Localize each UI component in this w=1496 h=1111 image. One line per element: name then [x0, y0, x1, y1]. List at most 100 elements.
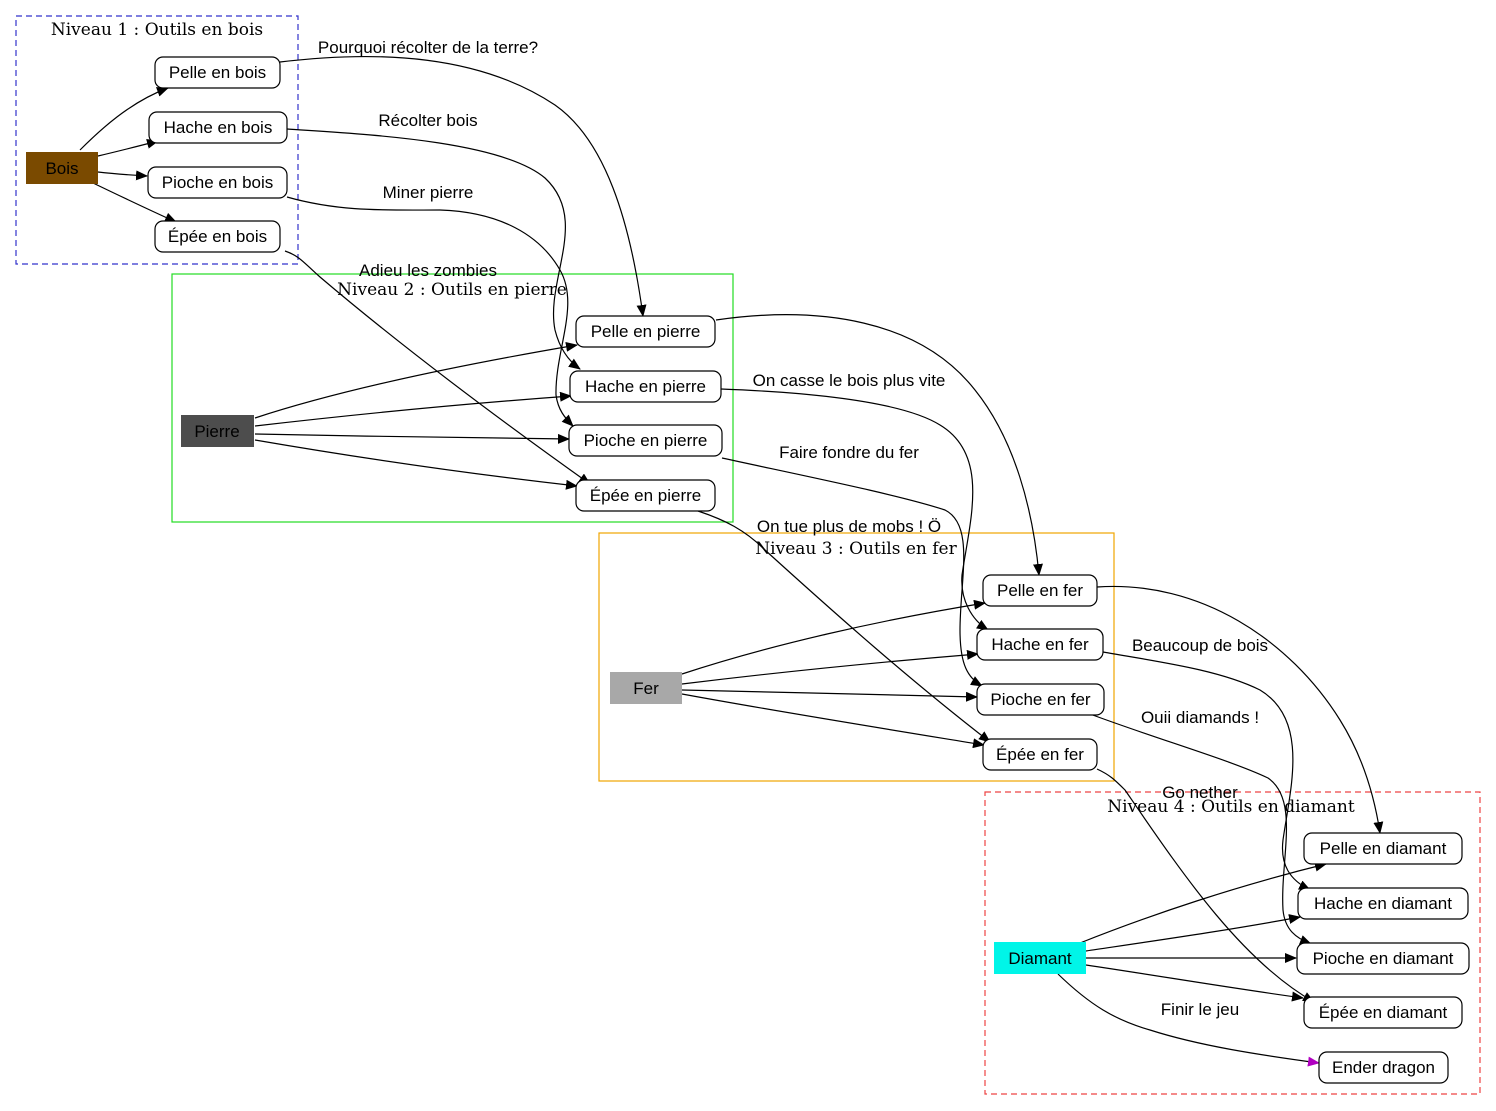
cluster-level1-title: Niveau 1 : Outils en bois	[51, 20, 263, 40]
node-hache-fer-box	[976, 628, 1104, 661]
node-pelle-bois-label: Pelle en bois	[169, 63, 266, 82]
node-hache-pierre: Hache en pierre	[569, 370, 722, 403]
node-diamant: Diamant	[994, 942, 1086, 974]
node-epee-bois: Épée en bois	[154, 220, 281, 253]
node-ender-dragon-box	[1318, 1051, 1449, 1084]
node-pioche-fer-box	[976, 683, 1105, 716]
edge-pioche-pierre-fer	[721, 457, 983, 687]
cluster-level3-title: Niveau 3 : Outils en fer	[755, 539, 957, 559]
edge-pelle-bois-pierre	[279, 55, 647, 317]
edge-hache-pierre-fer	[720, 388, 989, 631]
edge-bois-pelle-bois	[79, 87, 169, 151]
node-pelle-diamant-box	[1303, 832, 1463, 865]
node-fer: Fer	[610, 672, 682, 704]
edge-diamant-epee-diamant	[1085, 964, 1304, 1002]
edge-diamant-hache-diamant	[1085, 914, 1301, 952]
label-epee-fer-diamant: Go nether	[1162, 783, 1238, 802]
node-pelle-bois: Pelle en bois	[154, 56, 281, 89]
edge-pierre-epee-pierre	[254, 439, 578, 490]
label-hache-fer-diamant: Beaucoup de bois	[1132, 636, 1268, 655]
node-pioche-diamant-box	[1296, 942, 1470, 975]
edge-fer-pelle-fer	[681, 599, 986, 675]
cluster-level4-frame	[984, 791, 1481, 1095]
node-pioche-diamant-label: Pioche en diamant	[1313, 949, 1454, 968]
node-pelle-pierre-label: Pelle en pierre	[591, 322, 701, 341]
edge-pierre-pioche-pierre	[254, 433, 570, 444]
node-pelle-fer: Pelle en fer	[982, 574, 1098, 607]
node-pelle-diamant: Pelle en diamant	[1303, 832, 1463, 865]
label-pioche-bois-pierre: Miner pierre	[383, 183, 474, 202]
node-epee-fer-box	[982, 738, 1098, 771]
cluster-level3-frame	[598, 532, 1115, 782]
node-pelle-fer-box	[982, 574, 1098, 607]
node-pelle-pierre-box	[575, 315, 716, 348]
node-pioche-diamant: Pioche en diamant	[1296, 942, 1470, 975]
node-ender-dragon: Ender dragon	[1318, 1051, 1449, 1084]
cluster-level4-title: Niveau 4 : Outils en diamant	[1107, 797, 1355, 817]
node-pierre: Pierre	[181, 415, 254, 447]
node-hache-pierre-label: Hache en pierre	[585, 377, 706, 396]
edge-pierre-pelle-pierre	[254, 341, 578, 419]
edge-pierre-hache-pierre	[254, 391, 572, 427]
node-hache-diamant: Hache en diamant	[1297, 887, 1469, 920]
node-hache-diamant-box	[1297, 887, 1469, 920]
cluster-level2-frame	[171, 273, 734, 523]
cluster-level1: Niveau 1 : Outils en bois	[15, 15, 299, 265]
node-epee-diamant-box	[1303, 996, 1463, 1029]
cluster-level2-title: Niveau 2 : Outils en pierre	[337, 280, 567, 300]
edge-epee-pierre-fer	[697, 510, 991, 743]
node-hache-fer-label: Hache en fer	[991, 635, 1089, 654]
edge-pioche-bois-pierre	[286, 196, 574, 427]
cluster-level3: Niveau 3 : Outils en fer	[598, 532, 1115, 782]
edge-bois-hache-bois	[97, 138, 159, 157]
node-diamant-label: Diamant	[1008, 949, 1072, 968]
node-diamant-box	[994, 942, 1086, 974]
node-bois: Bois	[26, 152, 98, 184]
cluster-level1-frame	[15, 15, 299, 265]
node-epee-fer-label: Épée en fer	[996, 745, 1084, 764]
node-ender-dragon-label: Ender dragon	[1332, 1058, 1435, 1077]
edge-hache-fer-diamant	[1102, 651, 1311, 891]
node-hache-diamant-label: Hache en diamant	[1314, 894, 1452, 913]
edge-epee-bois-pierre	[284, 250, 591, 485]
node-pioche-bois: Pioche en bois	[147, 166, 288, 199]
cluster-level2: Niveau 2 : Outils en pierre	[171, 273, 734, 523]
node-epee-bois-box	[154, 220, 281, 253]
label-epee-bois-pierre: Adieu les zombies	[359, 261, 497, 280]
label-diamant-ender: Finir le jeu	[1161, 1000, 1239, 1019]
edge-epee-fer-diamant	[1096, 768, 1315, 1003]
edge-pelle-fer-diamant	[1096, 585, 1384, 834]
node-epee-pierre: Épée en pierre	[575, 479, 716, 512]
node-pelle-pierre: Pelle en pierre	[575, 315, 716, 348]
label-hache-pierre-fer: On casse le bois plus vite	[753, 371, 946, 390]
node-pelle-diamant-label: Pelle en diamant	[1320, 839, 1447, 858]
edge-fer-epee-fer	[681, 693, 985, 749]
node-epee-diamant: Épée en diamant	[1303, 996, 1463, 1029]
node-pioche-pierre-box	[568, 424, 723, 457]
edge-diamant-pelle-diamant	[1079, 861, 1327, 944]
label-pioche-pierre-fer: Faire fondre du fer	[779, 443, 919, 462]
node-hache-bois-label: Hache en bois	[164, 118, 273, 137]
node-pioche-fer: Pioche en fer	[976, 683, 1105, 716]
edge-bois-epee-bois	[92, 182, 177, 223]
label-pioche-fer-diamant: Ouii diamands !	[1141, 708, 1259, 727]
edge-pelle-pierre-fer	[715, 314, 1043, 576]
node-pioche-pierre: Pioche en pierre	[568, 424, 723, 457]
edge-fer-pioche-fer	[681, 689, 978, 702]
node-bois-label: Bois	[45, 159, 78, 178]
node-hache-fer: Hache en fer	[976, 628, 1104, 661]
label-hache-bois-pierre: Récolter bois	[378, 111, 477, 130]
node-hache-bois-box	[148, 111, 288, 144]
node-pioche-pierre-label: Pioche en pierre	[584, 431, 708, 450]
node-epee-bois-label: Épée en bois	[168, 227, 267, 246]
node-pioche-fer-label: Pioche en fer	[990, 690, 1091, 709]
edge-diamant-ender-dragon	[1057, 973, 1320, 1067]
node-pelle-bois-box	[154, 56, 281, 89]
edge-fer-hache-fer	[681, 649, 979, 685]
edge-bois-pioche-bois	[97, 170, 148, 181]
node-epee-fer: Épée en fer	[982, 738, 1098, 771]
node-fer-box	[610, 672, 682, 704]
node-pelle-fer-label: Pelle en fer	[997, 581, 1083, 600]
node-fer-label: Fer	[633, 679, 659, 698]
